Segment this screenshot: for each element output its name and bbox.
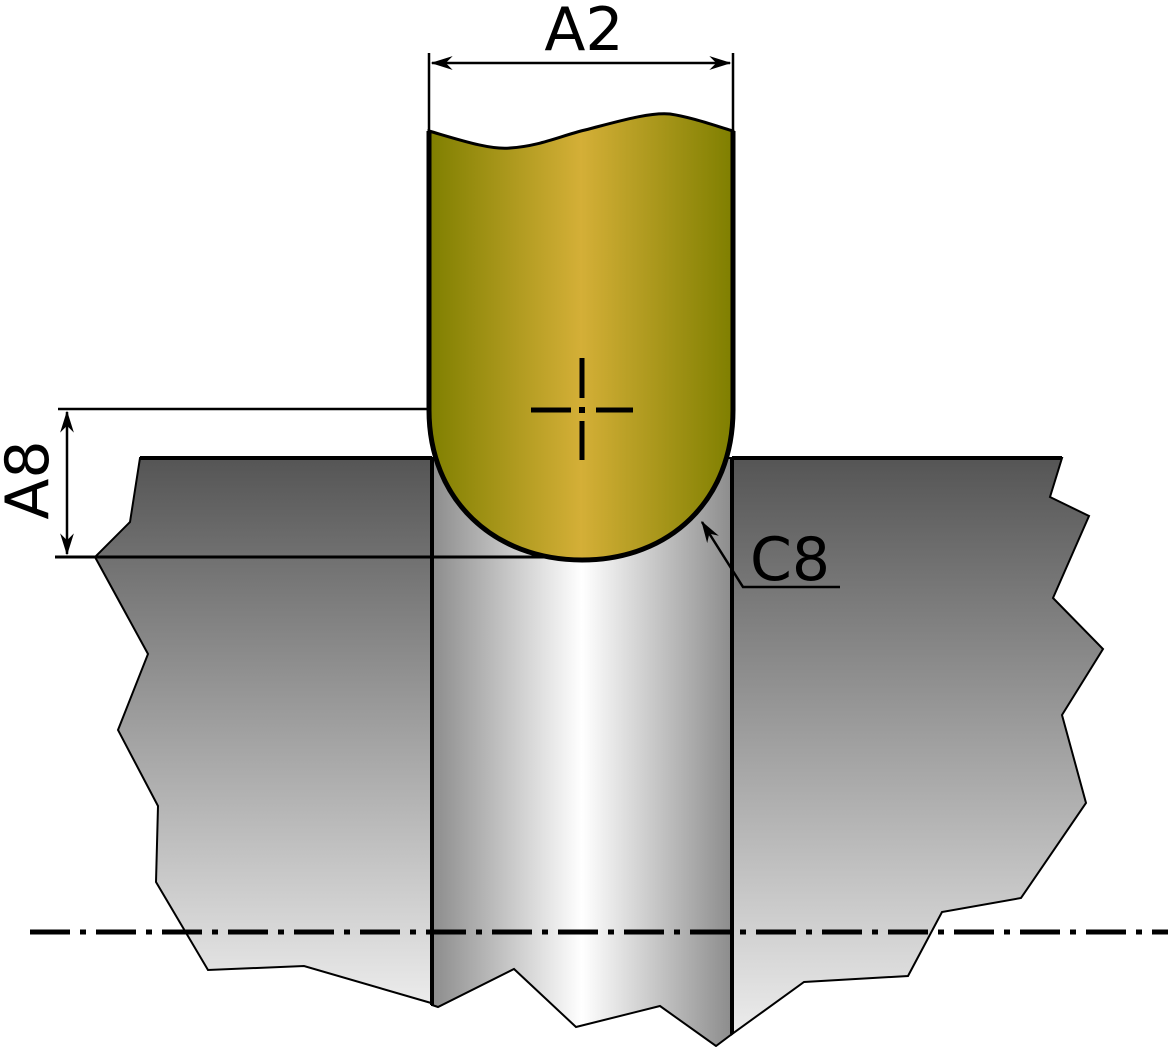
leader-C8: C8 <box>700 520 840 595</box>
workpiece-right <box>731 456 1105 1036</box>
tool-body <box>426 112 736 563</box>
center-mark <box>531 358 633 460</box>
dimension-A8-label: A8 <box>0 440 63 519</box>
workpiece-left <box>93 456 439 1006</box>
dimension-A2-label: A2 <box>544 0 623 65</box>
dimension-A2: A2 <box>427 0 735 131</box>
dimension-A8: A8 <box>0 407 429 556</box>
radius-C8-label: C8 <box>750 525 830 595</box>
bore <box>430 457 734 1047</box>
